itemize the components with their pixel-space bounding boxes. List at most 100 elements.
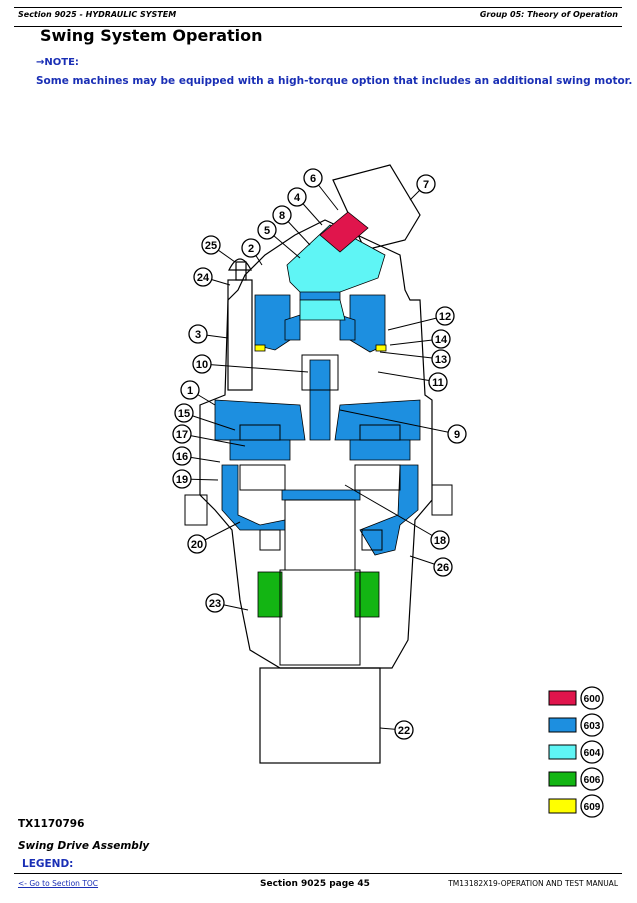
callout-number: 4 xyxy=(294,192,301,204)
callout-circle xyxy=(241,238,261,258)
callout-circle xyxy=(192,354,212,374)
callout-circle xyxy=(272,205,292,225)
callout-4: 4 xyxy=(287,187,323,226)
callout-circle xyxy=(193,267,213,287)
legend-code: 609 xyxy=(584,802,601,813)
callout-number: 20 xyxy=(191,539,203,551)
yellow-fluid xyxy=(254,344,387,352)
legend-swatch xyxy=(548,690,577,706)
callout-leader xyxy=(387,315,446,331)
callout-leader xyxy=(201,363,309,373)
callout-circle xyxy=(180,380,200,400)
lubrication-green xyxy=(257,571,380,618)
callout-23: 23 xyxy=(205,593,249,613)
legend-label: LEGEND: xyxy=(22,858,74,870)
legend-item-603: 603 xyxy=(548,713,604,737)
callout-number: 19 xyxy=(176,474,188,486)
callout-circle xyxy=(172,469,192,489)
callout-circle xyxy=(431,349,451,369)
callout-10: 10 xyxy=(192,354,309,374)
callout-circle xyxy=(447,424,467,444)
legend-swatch xyxy=(548,771,577,787)
callout-circle xyxy=(433,557,453,577)
callout-8: 8 xyxy=(272,205,311,246)
legend-circle xyxy=(580,686,604,710)
callout-9: 9 xyxy=(339,409,467,444)
callout-leader xyxy=(377,371,439,383)
callout-leader xyxy=(344,484,441,541)
callout-number: 6 xyxy=(310,173,316,185)
callout-circle xyxy=(172,446,192,466)
callout-25: 25 xyxy=(201,235,236,263)
legend-circle xyxy=(580,740,604,764)
legend-code: 600 xyxy=(584,694,601,705)
callout-circle xyxy=(188,324,208,344)
callout-number: 11 xyxy=(432,377,444,389)
legend-circle xyxy=(580,713,604,737)
section-toc-link[interactable]: <- Go to Section TOC xyxy=(18,879,99,888)
callout-circle xyxy=(416,174,436,194)
legend-code: 606 xyxy=(584,775,601,786)
callout-circle xyxy=(187,534,207,554)
legend-code: 604 xyxy=(584,748,601,759)
legend-item-600: 600 xyxy=(548,686,604,710)
page-number: Section 9025 page 45 xyxy=(260,879,370,889)
callout-circle xyxy=(394,720,414,740)
legend-layer: 600 603 604 606 609 xyxy=(548,686,604,818)
callout-22: 22 xyxy=(379,720,414,740)
callout-number: 1 xyxy=(187,385,193,397)
callout-number: 26 xyxy=(437,562,449,574)
callout-number: 24 xyxy=(197,272,210,284)
callout-number: 16 xyxy=(176,451,188,463)
legend-item-604: 604 xyxy=(548,740,604,764)
callout-11: 11 xyxy=(377,371,448,392)
callout-number: 17 xyxy=(176,429,188,441)
callout-3: 3 xyxy=(188,324,229,344)
callout-number: 2 xyxy=(248,243,254,255)
callout-12: 12 xyxy=(387,306,455,331)
legend-circle xyxy=(580,767,604,791)
note-text: Some machines may be equipped with a hig… xyxy=(36,75,633,87)
callout-6: 6 xyxy=(303,168,339,211)
callout-circle xyxy=(201,235,221,255)
callout-number: 13 xyxy=(435,354,447,366)
callout-circle xyxy=(205,593,225,613)
callout-circle xyxy=(303,168,323,188)
manual-id: TM13182X19-OPERATION AND TEST MANUAL xyxy=(448,879,618,888)
callout-2: 2 xyxy=(241,238,263,266)
callout-26: 26 xyxy=(409,555,453,577)
group-label: Group 05: Theory of Operation xyxy=(479,10,618,19)
callout-number: 10 xyxy=(196,359,208,371)
legend-swatch xyxy=(548,744,577,760)
callout-number: 22 xyxy=(398,725,410,737)
callout-circle xyxy=(174,403,194,423)
note-label: →NOTE: xyxy=(36,57,79,68)
callout-leader xyxy=(339,409,458,435)
legend-swatch xyxy=(548,717,577,733)
tank-return-blue xyxy=(214,284,421,556)
page-footer: <- Go to Section TOC Section 9025 page 4… xyxy=(14,873,622,892)
callout-24: 24 xyxy=(193,267,231,287)
callout-5: 5 xyxy=(257,220,301,259)
callout-15: 15 xyxy=(174,403,236,431)
page-header: Section 9025 - HYDRAULIC SYSTEM Group 05… xyxy=(14,7,622,27)
callout-number: 23 xyxy=(209,598,221,610)
callout-number: 18 xyxy=(434,535,446,547)
callout-number: 3 xyxy=(195,329,201,341)
figure-caption: Swing Drive Assembly xyxy=(18,840,150,852)
callout-16: 16 xyxy=(172,446,221,466)
callout-number: 25 xyxy=(205,240,217,252)
callout-number: 8 xyxy=(279,210,285,222)
callout-circle xyxy=(287,187,307,207)
legend-item-606: 606 xyxy=(548,767,604,791)
callout-19: 19 xyxy=(172,469,219,489)
legend-item-609: 609 xyxy=(548,794,604,818)
callout-13: 13 xyxy=(379,349,451,369)
valve-cap-25 xyxy=(228,258,252,271)
callout-18: 18 xyxy=(344,484,450,550)
callout-circle xyxy=(435,306,455,326)
legend-circle xyxy=(580,794,604,818)
callout-1: 1 xyxy=(180,380,216,406)
figure-id: TX1170796 xyxy=(18,818,85,830)
